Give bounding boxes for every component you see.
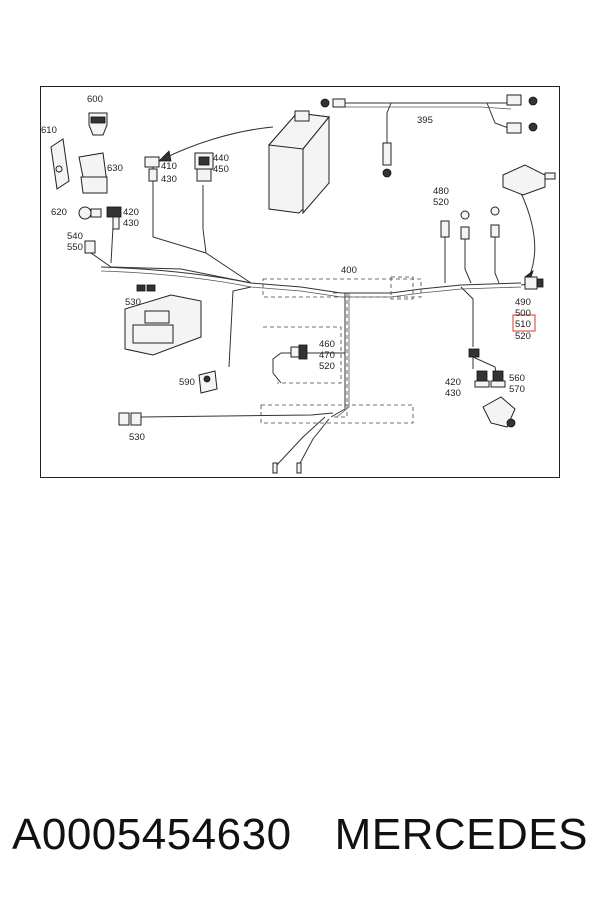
callout-400: 400 <box>341 265 357 276</box>
callout-440: 440 <box>213 153 229 164</box>
callout-430-top: 430 <box>161 174 177 185</box>
callout-410: 410 <box>161 161 177 172</box>
callout-430-right: 430 <box>445 388 461 399</box>
sensor-600-shape <box>88 112 108 136</box>
connectors-420-560-shape <box>468 348 506 388</box>
harness-vertical-center <box>330 293 346 418</box>
callout-570: 570 <box>509 384 525 395</box>
callout-395: 395 <box>417 115 433 126</box>
harness-top-395 <box>341 102 512 143</box>
callout-530-lower: 530 <box>129 432 145 443</box>
connector-530-lower-shape <box>118 412 142 426</box>
wiring-harness-diagram: 600 610 630 620 420 430 410 430 440 450 … <box>41 94 556 474</box>
callout-530-upper: 530 <box>125 297 141 308</box>
harness-to-540 <box>90 252 252 284</box>
callout-560: 560 <box>509 373 525 384</box>
wiring-diagram-frame: 600 610 630 620 420 430 410 430 440 450 … <box>40 86 560 478</box>
harness-to-410 <box>152 167 207 254</box>
highlight-box-510 <box>512 314 536 332</box>
callout-430-left: 430 <box>123 218 139 229</box>
arrow-head-battery <box>158 150 172 162</box>
bracket-610-shape <box>50 138 70 190</box>
connector-530-upper-shape <box>136 284 156 292</box>
bulb-620-shape <box>78 206 102 220</box>
callout-460: 460 <box>319 339 335 350</box>
connector-440-shape <box>194 152 214 182</box>
part-footer: A0005454630 MERCEDES <box>12 800 588 870</box>
callout-450: 450 <box>213 164 229 175</box>
callout-540: 540 <box>67 231 83 242</box>
harness-to-battery <box>202 185 252 284</box>
connector-395-ends <box>320 94 538 178</box>
connector-540-shape <box>84 240 96 254</box>
callout-470: 470 <box>319 350 335 361</box>
callout-630: 630 <box>107 163 123 174</box>
dashed-outline-upper <box>262 278 422 298</box>
callout-420-left: 420 <box>123 207 139 218</box>
connector-420-left-shape <box>106 206 122 230</box>
harness-lower-left-branch <box>140 412 334 418</box>
harness-to-590 <box>228 286 252 368</box>
connector-590-shape <box>198 370 218 394</box>
callout-510: 510 <box>515 319 531 330</box>
harness-bottom-leads <box>274 416 330 468</box>
harness-to-right-plugs <box>464 235 500 284</box>
callout-600: 600 <box>87 94 103 105</box>
harness-right-down <box>460 286 474 347</box>
dashed-outline-mid <box>263 326 342 384</box>
connector-480-shape <box>440 220 450 238</box>
connector-490-shape <box>524 276 544 290</box>
part-number: A0005454630 <box>12 810 292 859</box>
fuse-holder-shape <box>502 164 556 196</box>
callout-610: 610 <box>41 125 57 136</box>
arrow-curve-battery <box>162 126 274 160</box>
callout-420-right: 420 <box>445 377 461 388</box>
horn-sensor-shape <box>482 396 516 428</box>
callout-520-mid: 520 <box>319 361 335 372</box>
fuse-box-shape <box>124 294 202 356</box>
dashed-outline-lower <box>260 404 414 424</box>
callout-620: 620 <box>51 207 67 218</box>
main-harness-trunk <box>100 266 522 294</box>
brand-name: MERCEDES <box>334 810 588 859</box>
dashed-outline-right-box <box>390 276 414 300</box>
connector-410-shape <box>144 156 160 182</box>
harness-vertical-center-2 <box>336 293 350 418</box>
battery-box-shape <box>267 110 330 215</box>
main-harness-trunk-parallel <box>100 270 522 298</box>
callout-520-top: 520 <box>433 197 449 208</box>
callout-550: 550 <box>67 242 83 253</box>
callout-500: 500 <box>515 308 531 319</box>
arrow-curve-fuse <box>520 192 536 278</box>
plug-pins-right-shape <box>460 206 500 240</box>
callout-520-right: 520 <box>515 331 531 342</box>
callout-480: 480 <box>433 186 449 197</box>
wire-end-leads <box>272 462 302 474</box>
connector-630-shape <box>78 152 108 194</box>
connector-460-shape <box>290 344 308 360</box>
callout-490: 490 <box>515 297 531 308</box>
harness-top-395-2 <box>341 106 512 110</box>
callout-590: 590 <box>179 377 195 388</box>
